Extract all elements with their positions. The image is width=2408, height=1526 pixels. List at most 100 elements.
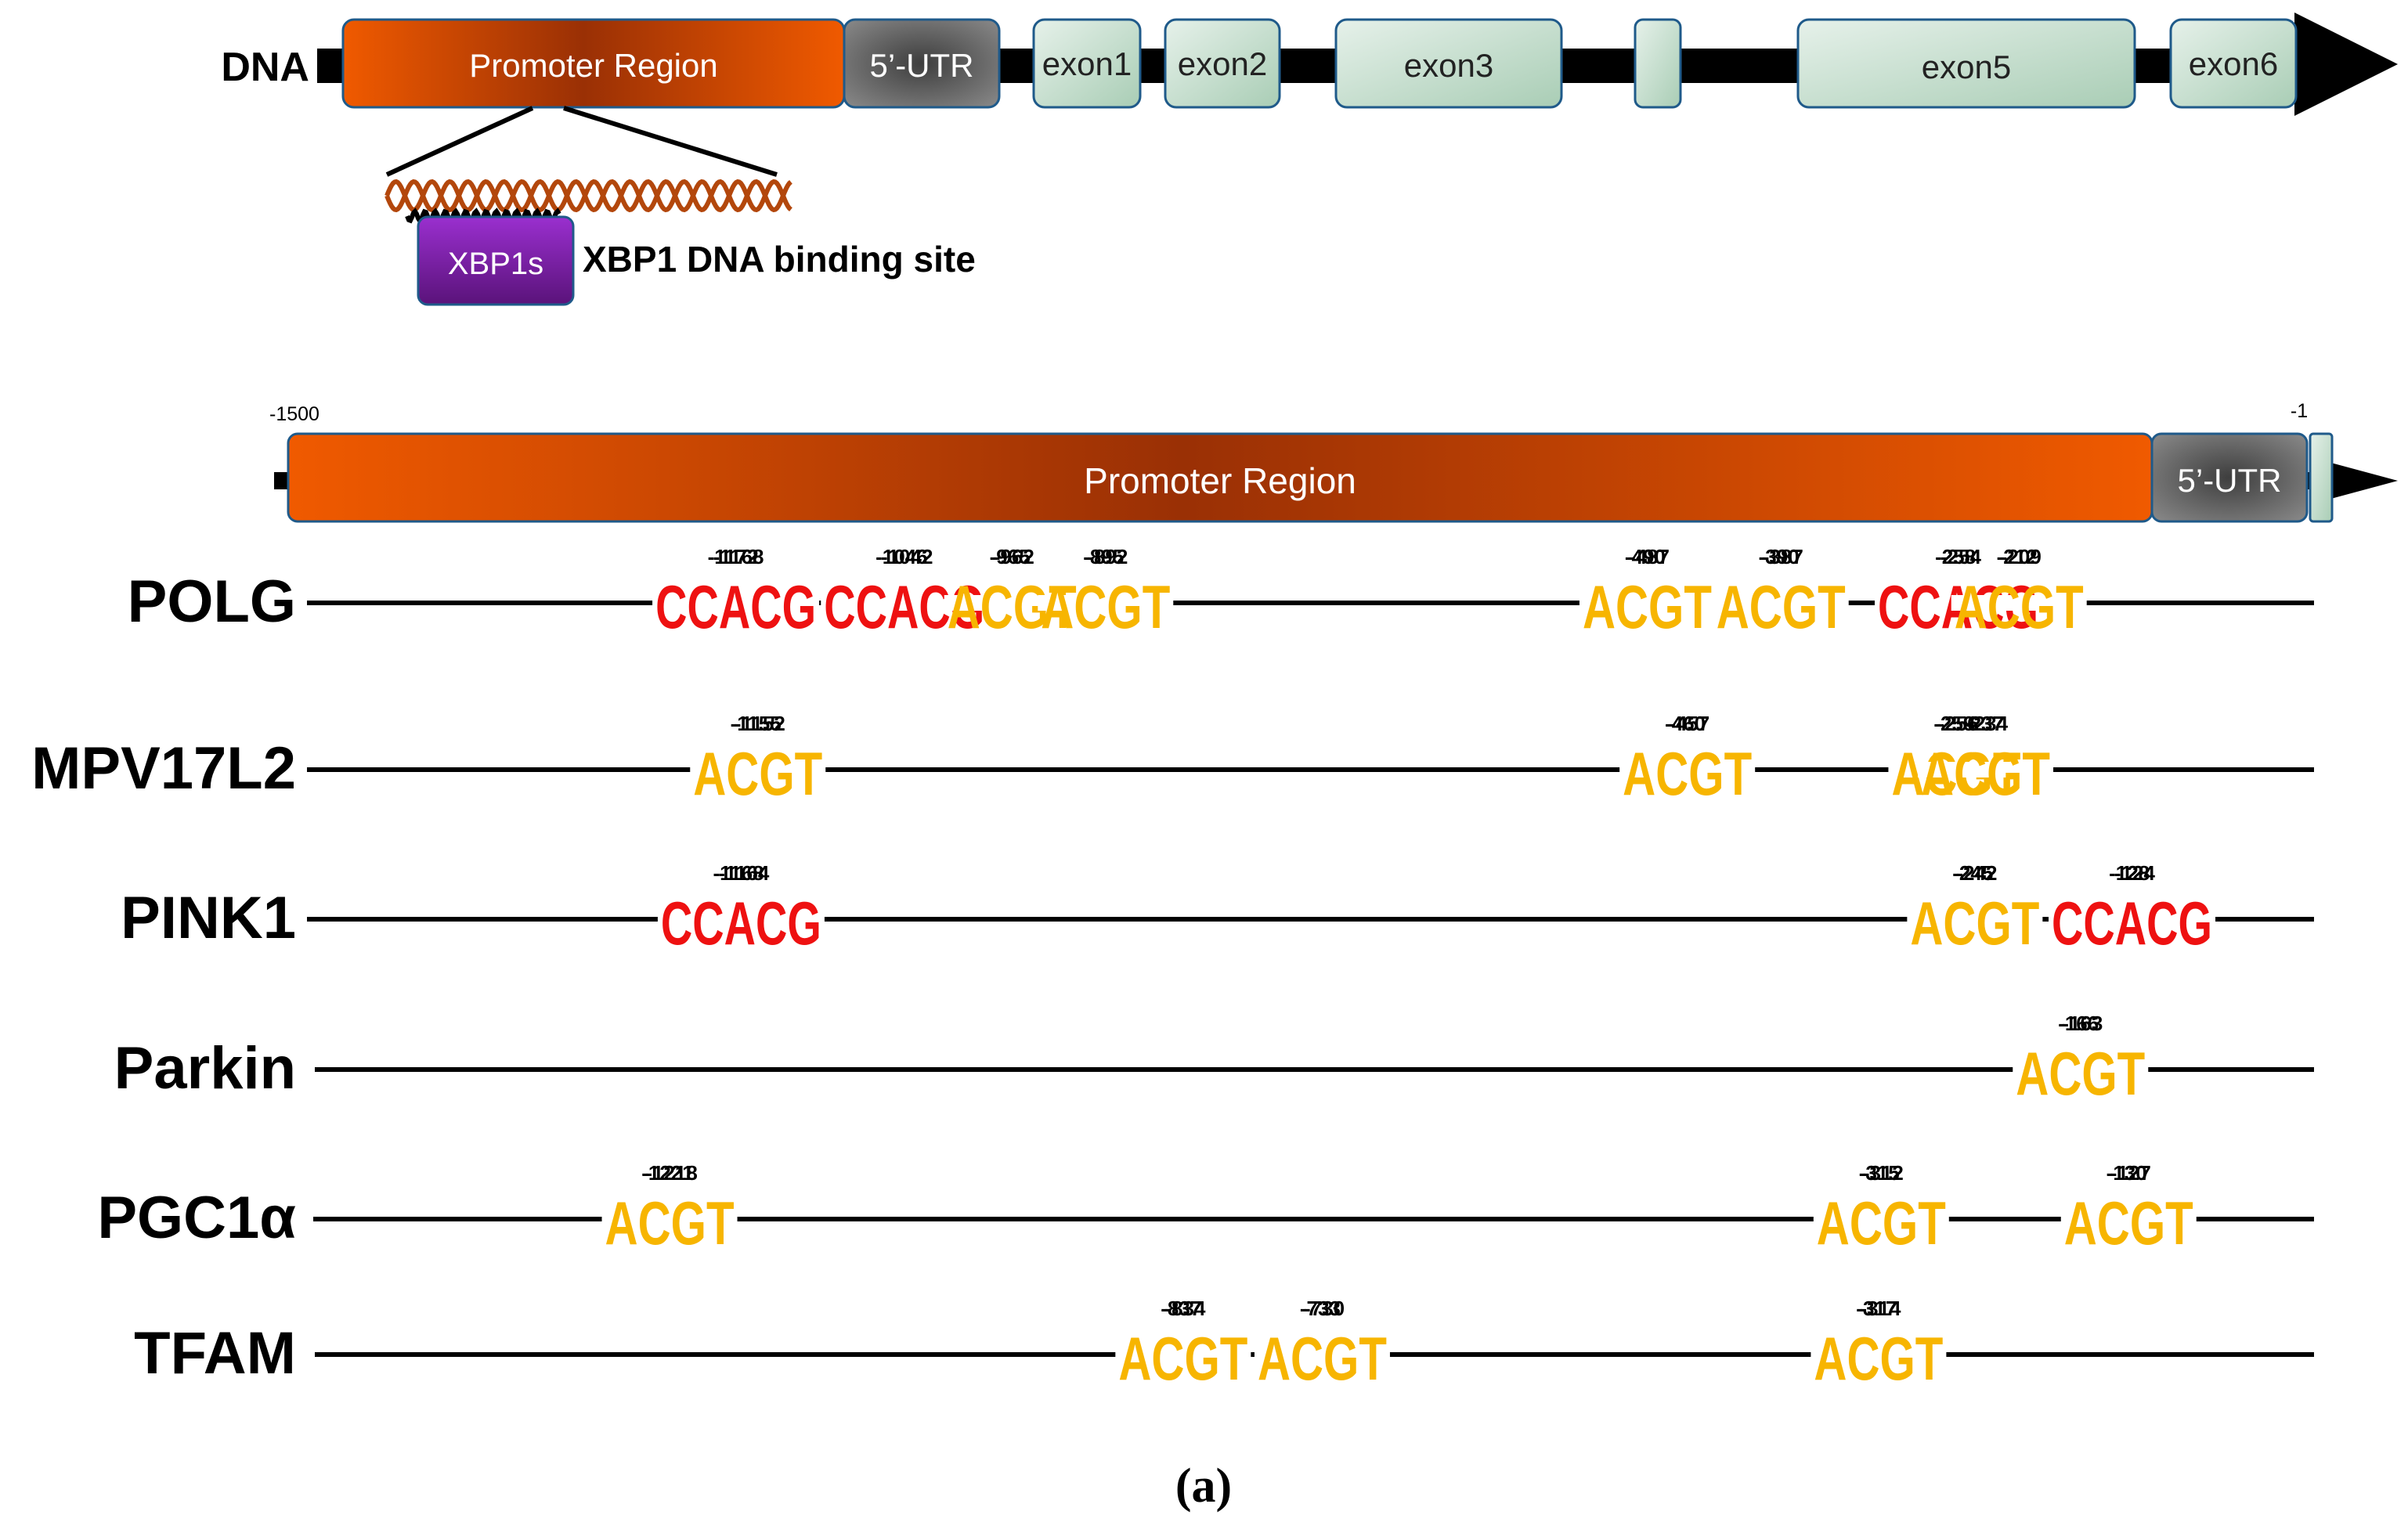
acgt-site: ACGT [1583, 572, 1712, 641]
acgt-site: ACGT [1118, 1324, 1247, 1393]
site-start-position: -212 [1997, 545, 2038, 568]
site-end-position: -1042 [881, 545, 933, 568]
gene-name: PGC1α [97, 1185, 296, 1251]
gene-map: DNA Promoter Region 5’-UTR exon1 exon2 e… [221, 13, 2398, 306]
site-end-position: -730 [1304, 1297, 1345, 1320]
scale-arrowhead [2316, 459, 2398, 503]
dna-helix-icon [384, 179, 792, 213]
site-start-position: -490 [1625, 545, 1666, 568]
acgt-site: ACGT [1623, 739, 1752, 808]
acgt-site: ACGT [1814, 1324, 1943, 1393]
site-end-position: -234 [1967, 712, 2009, 735]
acgt-site: ACGT [693, 739, 822, 808]
promoter-label: Promoter Region [469, 47, 717, 84]
site-start-position: -259 [1933, 712, 1974, 735]
acgt-site: ACGT [1258, 1324, 1387, 1393]
site-end-position: -962 [994, 545, 1034, 568]
site-end-position: -487 [1629, 545, 1670, 568]
site-start-position: -390 [1759, 545, 1800, 568]
gene-name: Parkin [114, 1035, 296, 1102]
site-end-position: -312 [1863, 1161, 1904, 1185]
site-start-position: -130 [2107, 1161, 2147, 1185]
scale-end-label: -1 [2291, 400, 2308, 422]
site-end-position: -127 [2110, 1161, 2151, 1185]
gene-row-mpv17l2: MPV17L2ACGT-1155-1152ACGT-460-457ACGT-25… [31, 712, 2314, 808]
exon-5-label: exon5 [1922, 49, 2011, 85]
exon-2-label: exon2 [1178, 45, 1267, 82]
dna-label: DNA [221, 45, 309, 90]
site-gap [690, 762, 826, 777]
zoom-line-left [385, 106, 534, 177]
site-end-position: -254 [1940, 545, 1982, 568]
site-gap [1579, 595, 1715, 611]
acgt-site: ACGT [1955, 572, 2084, 641]
site-end-position: -1164 [718, 861, 770, 885]
xbp1s-label: XBP1s [448, 247, 543, 281]
site-gap [1907, 911, 2043, 927]
site-start-position: -1221 [641, 1161, 694, 1185]
site-gap [1951, 595, 2087, 611]
site-start-position: -258 [1935, 545, 1976, 568]
acgt-site: ACGT [1910, 889, 2039, 958]
site-start-position: -895 [1083, 545, 1124, 568]
scale-utr-block [2150, 432, 2309, 523]
dna-arrowhead [2294, 13, 2398, 116]
site-end-position: -1152 [735, 712, 785, 735]
site-start-position: -128 [2109, 861, 2150, 885]
acgt-site: ACGT [1921, 739, 2050, 808]
site-gap [1115, 1347, 1251, 1362]
site-end-position: -457 [1669, 712, 1709, 735]
site-end-position: -387 [1763, 545, 1803, 568]
acgt-site: ACGT [1817, 1189, 1946, 1257]
ccacg-site: CCACG [2052, 889, 2212, 958]
site-end-position: -124 [2114, 861, 2156, 885]
scale-start-label: -1500 [269, 403, 320, 425]
exon-3: exon3 [1334, 18, 1563, 109]
site-start-position: -837 [1161, 1297, 1201, 1320]
gene-name: TFAM [134, 1320, 296, 1387]
site-gap [1254, 1347, 1390, 1362]
site-end-position: -314 [1860, 1297, 1901, 1320]
exon-6: exon6 [2169, 18, 2298, 109]
site-end-position: -1218 [645, 1161, 698, 1185]
gene-name: POLG [128, 568, 296, 635]
acgt-site: ACGT [1041, 572, 1170, 641]
exon-2: exon2 [1164, 18, 1281, 109]
site-end-position: -242 [1956, 861, 1997, 885]
exon-1: exon1 [1032, 18, 1142, 109]
xbp1s-protein: XBP1s [417, 215, 575, 306]
site-start-position: -965 [990, 545, 1031, 568]
site-gap [1918, 762, 2054, 777]
site-start-position: -1168 [713, 861, 764, 885]
acgt-site: ACGT [1717, 572, 1846, 641]
site-gap [601, 1211, 738, 1227]
ccacg-site: CCACG [661, 889, 821, 958]
utr-block: 5’-UTR [843, 18, 1001, 109]
scale-utr-label: 5’-UTR [2178, 462, 2282, 499]
site-gap [2049, 911, 2216, 927]
site-gap [1619, 762, 1756, 777]
utr-label: 5’-UTR [870, 47, 974, 84]
gene-name: MPV17L2 [31, 735, 296, 802]
site-start-position: -460 [1665, 712, 1706, 735]
exon-1-label: exon1 [1042, 45, 1132, 82]
site-end-position: -892 [1087, 545, 1128, 568]
site-end-position: -209 [2001, 545, 2042, 568]
site-start-position: -245 [1952, 861, 1993, 885]
site-gap [2060, 1211, 2197, 1227]
exon-4 [1634, 18, 1682, 109]
site-gap [1813, 1211, 1949, 1227]
exon-6-label: exon6 [2189, 45, 2278, 82]
site-end-position: -256 [1937, 712, 1978, 735]
site-start-position: -166 [2058, 1012, 2099, 1035]
acgt-site: ACGT [2016, 1039, 2145, 1108]
site-start-position: -317 [1856, 1297, 1897, 1320]
exon-5: exon5 [1796, 18, 2136, 109]
exon-3-label: exon3 [1404, 47, 1493, 84]
scale-exon-stub [2309, 432, 2334, 523]
site-gap [652, 595, 820, 611]
